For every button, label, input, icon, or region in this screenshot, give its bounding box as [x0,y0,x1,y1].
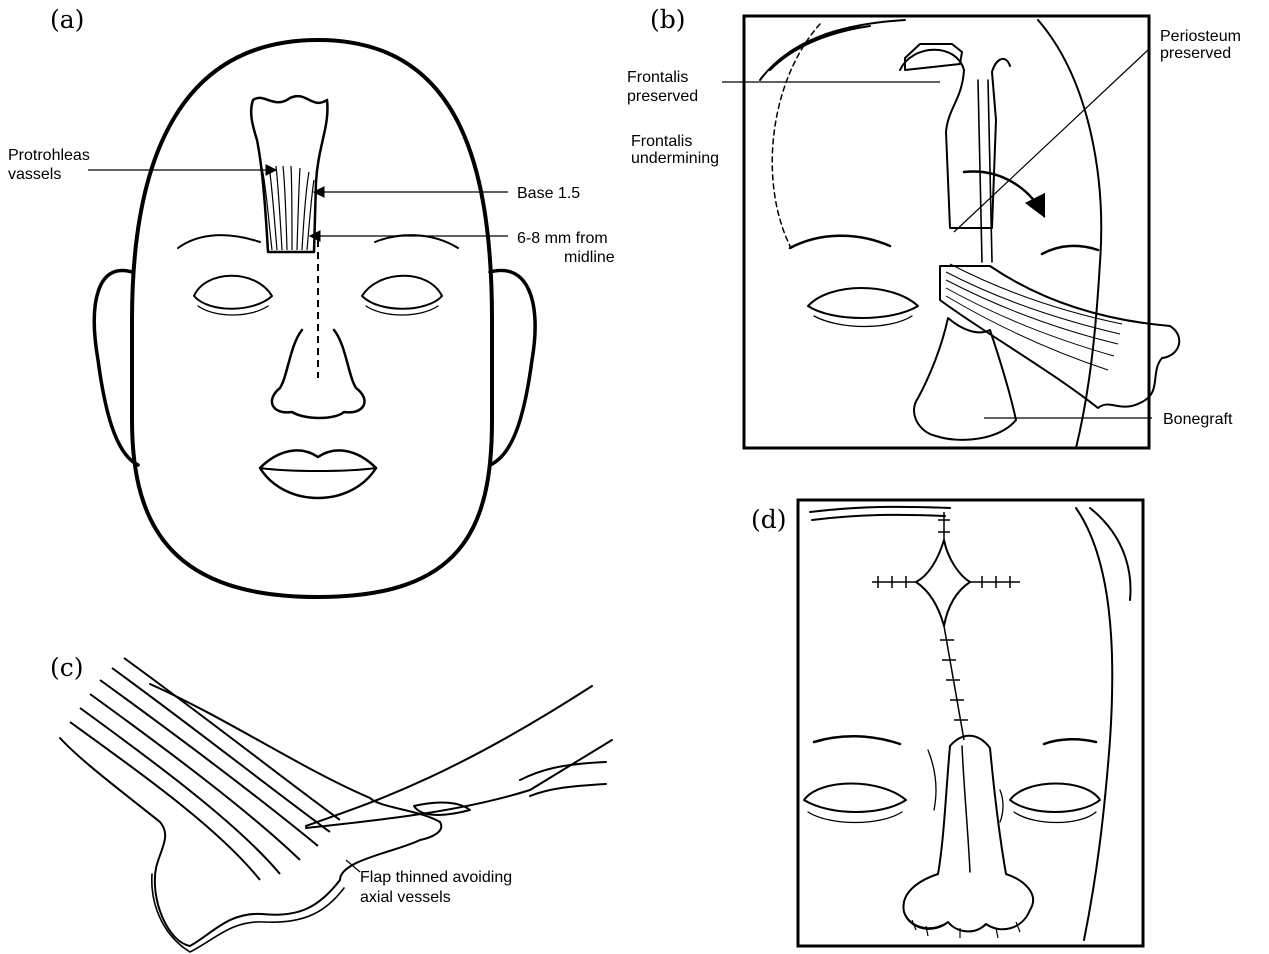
face-contour-right-inner-d [1090,508,1131,600]
lower-lip [260,468,376,498]
flap-top-tab [905,44,962,70]
panel-c-label: (c) [50,653,84,682]
panel-d: (d) [751,500,1143,946]
elevated-flap-pedicle [900,50,1010,228]
left-eyebrow-d [814,736,900,744]
right-lower-lid-d [1014,812,1096,823]
frontalis-preserved-label-line1: Frontalis [627,69,688,86]
left-eyebrow-b [790,236,890,248]
scissors-handle [520,762,606,796]
right-eyebrow-b [1042,246,1098,254]
flap-thinning-illustration [60,658,612,952]
head-outline [132,40,492,597]
hairline-hatching [760,20,905,80]
rotation-arrow [964,171,1044,216]
right-eye [362,276,442,315]
panel-c: (c) Flap thinned avoiding axial vessels [50,653,612,952]
left-lower-lid-d [808,812,902,823]
right-eye-d [1010,784,1100,813]
base-label: Base 1.5 [517,185,580,202]
vessels-label-line2: vassels [8,166,61,183]
left-eyebrow [178,235,260,248]
donor-site-diamond [916,540,970,626]
closed-eye-b [808,288,918,318]
panel-b: (b) [627,5,1241,448]
final-result-illustration [804,507,1131,940]
flap-vessel-lines [262,166,314,250]
periosteum-leader [954,50,1148,232]
right-eyebrow [375,235,458,248]
scissors-blade-upper [306,686,592,826]
nose-sutures [904,910,1030,938]
vessels-label-line1: Protrohleas [8,147,90,164]
thinned-label-line1: Flap thinned avoiding [360,869,512,886]
right-ear [490,270,535,465]
undermining-boundary-dashed [772,24,820,246]
left-eye-d [804,784,906,813]
transposed-flap [940,266,1179,408]
head-frontal-view-illustration [94,40,535,597]
panel-a-label: (a) [50,5,84,34]
face-contour-right-d [1076,508,1112,940]
left-eye [194,276,272,315]
panel-d-frame [798,500,1143,946]
frontalis-undermining-label-line1: Frontalis [631,133,692,150]
panel-d-label: (d) [751,505,787,534]
midline-distance-label-line1: 6-8 mm from [517,230,608,247]
panel-b-label: (b) [650,5,686,34]
axial-vessel-lines [70,658,340,880]
scissors-pivot [414,803,470,815]
panel-a: (a) [8,5,615,597]
periosteum-label-line2: preserved [1160,45,1231,62]
scissors-blade-lower [306,740,612,828]
frontalis-preserved-label-line2: preserved [627,88,698,105]
thinned-label-line2: axial vessels [360,889,451,906]
bone-graft-outline [914,318,1016,440]
frontalis-undermining-label-line2: undermining [631,150,719,167]
bonegraft-label: Bonegraft [1163,411,1233,428]
lip-line [260,468,376,471]
hairline-hatching-d [810,507,950,520]
face-contour-right [1038,20,1101,448]
periosteum-label-line1: Periosteum [1160,28,1241,45]
nose-dorsum-line [962,746,970,872]
flap-elevation-illustration [760,20,1179,448]
right-eyebrow-d [1044,739,1096,744]
thinned-flap-outline [60,684,441,946]
thinned-flap-edge [152,874,344,952]
sutures-horizontal [872,576,1020,588]
midline-distance-label-line2: midline [564,249,615,266]
upper-lip [260,450,376,468]
